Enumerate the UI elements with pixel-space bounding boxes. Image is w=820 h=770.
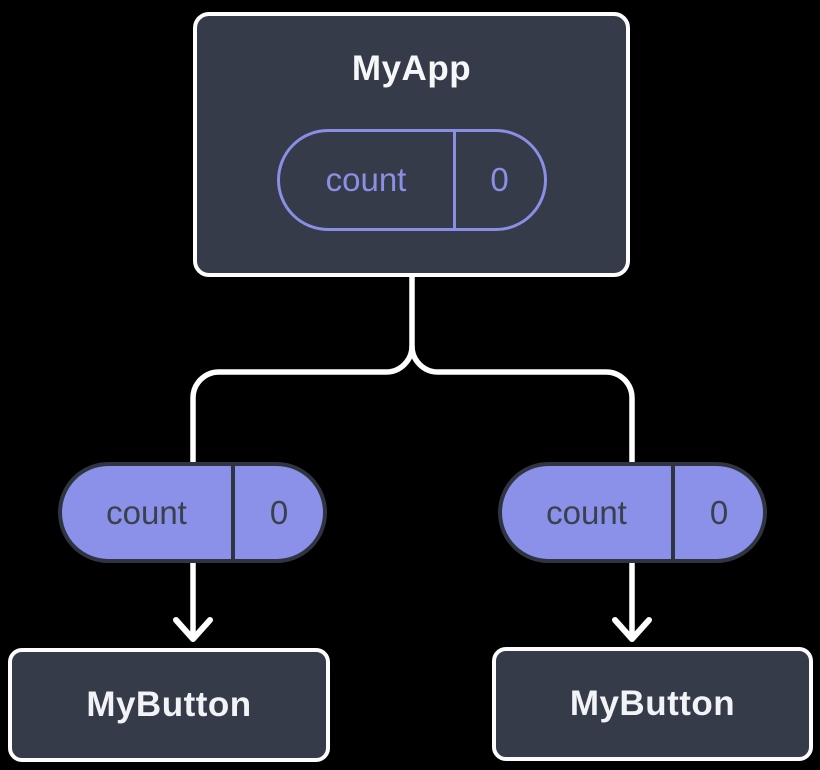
child-component-title: MyButton [569,684,736,723]
state-name: count [62,466,235,559]
child-state-pill-left: count 0 [58,462,327,563]
child-state-pill-right: count 0 [498,462,767,563]
state-value: 0 [709,493,729,531]
root-component-node: MyApp count 0 [193,12,630,277]
root-state-pill: count 0 [276,129,547,231]
arrow-down-icon [173,617,213,642]
state-name: count [280,132,456,228]
branch-right-line [409,345,635,637]
root-component-title: MyApp [351,49,472,88]
state-value: 0 [490,161,509,198]
branch-left-line [190,275,415,637]
state-name: count [502,466,675,559]
child-component-title: MyButton [86,685,252,724]
child-component-node-left: MyButton [8,648,330,762]
arrow-down-icon [612,617,652,642]
child-component-node-right: MyButton [492,647,813,761]
state-value: 0 [269,493,289,531]
